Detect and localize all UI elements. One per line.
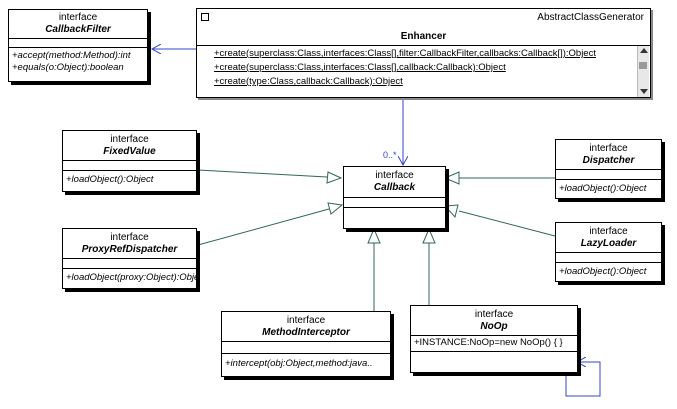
proxy-ref-dispatcher-attributes xyxy=(63,258,196,268)
scroll-down-arrow-icon[interactable] xyxy=(640,89,648,94)
noop-stereotype: interface xyxy=(474,309,514,320)
callback-attributes xyxy=(344,197,445,207)
enhancer-op-2: +create(superclass:Class,interfaces:Clas… xyxy=(214,62,506,73)
lazy-loader-name: LazyLoader xyxy=(580,238,637,249)
enhancer-stereotype: AbstractClassGenerator xyxy=(537,12,644,23)
method-interceptor-stereotype: interface xyxy=(286,315,326,326)
proxy-ref-dispatcher-stereotype: interface xyxy=(110,232,149,243)
dispatcher-attributes xyxy=(556,169,661,179)
method-interceptor-op-1: +intercept(obj:Object,method:java.. xyxy=(225,358,373,369)
scroll-up-arrow-icon[interactable] xyxy=(640,48,648,53)
callback-filter-stereotype: interface xyxy=(58,12,98,23)
fixed-value-attributes xyxy=(63,160,196,170)
enhancer-operations: +create(superclass:Class,interfaces:Clas… xyxy=(197,45,650,97)
callback-name: Callback xyxy=(373,182,416,193)
proxy-ref-dispatcher-operations: +loadObject(proxy:Object):Object xyxy=(63,268,196,284)
callback-operations xyxy=(344,207,445,218)
collapse-icon[interactable] xyxy=(201,13,209,21)
fixed-value-operations: +loadObject():Object xyxy=(63,170,196,186)
proxy-ref-dispatcher-op-1: +loadObject(proxy:Object):Object xyxy=(66,272,196,283)
scrollbar[interactable] xyxy=(637,46,649,97)
dispatcher-operations: +loadObject():Object xyxy=(556,179,661,195)
fixed-value-op-1: +loadObject():Object xyxy=(66,174,154,185)
lazy-loader-stereotype: interface xyxy=(589,226,628,237)
noop-attributes: +INSTANCE:NoOp=new NoOp() { } xyxy=(411,335,577,349)
callback-filter-op-2: +equals(o:Object):boolean xyxy=(12,62,124,73)
enhancer-name: Enhancer xyxy=(400,31,447,42)
callback-filter-interface[interactable]: interface CallbackFilter +accept(method:… xyxy=(8,9,148,82)
lazy-loader-operations: +loadObject():Object xyxy=(556,262,661,278)
method-interceptor-operations: +intercept(obj:Object,method:java.. xyxy=(222,353,390,370)
multiplicity-label: 0..* xyxy=(383,150,397,160)
dispatcher-interface[interactable]: interface Dispatcher +loadObject():Objec… xyxy=(555,139,662,199)
dispatcher-op-1: +loadObject():Object xyxy=(559,183,647,194)
fixedvalue-realization-head xyxy=(326,171,343,184)
dispatcher-realization-head xyxy=(443,171,460,185)
dispatcher-name: Dispatcher xyxy=(582,155,635,166)
callback-filter-name: CallbackFilter xyxy=(45,24,111,35)
proxy-ref-dispatcher-name: ProxyRefDispatcher xyxy=(81,244,178,255)
lazy-loader-interface[interactable]: interface LazyLoader +loadObject():Objec… xyxy=(555,222,662,282)
lazyloader-realization-head xyxy=(443,204,459,219)
noop-name: NoOp xyxy=(480,321,508,332)
callback-interface[interactable]: interface Callback xyxy=(343,166,446,229)
scroll-thumb[interactable] xyxy=(639,62,647,69)
noop-interface[interactable]: interface NoOp +INSTANCE:NoOp=new NoOp()… xyxy=(410,305,578,373)
proxy-ref-dispatcher-interface[interactable]: interface ProxyRefDispatcher +loadObject… xyxy=(62,228,197,289)
callback-filter-operations: +accept(method:Method):int +equals(o:Obj… xyxy=(9,47,147,74)
lazy-loader-attributes xyxy=(556,252,661,262)
method-interceptor-interface[interactable]: interface MethodInterceptor +intercept(o… xyxy=(221,311,391,377)
fixed-value-interface[interactable]: interface FixedValue +loadObject():Objec… xyxy=(62,130,197,192)
noop-operations xyxy=(411,351,577,362)
proxyref-realization-head xyxy=(327,202,344,215)
method-interceptor-attributes xyxy=(222,341,390,353)
proxyref-realization xyxy=(197,208,330,246)
enhancer-class[interactable]: AbstractClassGenerator Enhancer +create(… xyxy=(196,8,651,98)
enhancer-op-1: +create(superclass:Class,interfaces:Clas… xyxy=(214,48,596,59)
fixed-value-stereotype: interface xyxy=(110,134,149,145)
noop-self-association xyxy=(565,362,601,397)
callback-filter-op-1: +accept(method:Method):int xyxy=(12,50,131,61)
callback-stereotype: interface xyxy=(375,170,414,181)
fixed-value-name: FixedValue xyxy=(103,146,156,157)
noop-attr-1: +INSTANCE:NoOp=new NoOp() { } xyxy=(414,337,563,348)
fixedvalue-realization xyxy=(197,169,328,178)
lazy-loader-op-1: +loadObject():Object xyxy=(559,266,647,277)
lazyloader-realization xyxy=(458,210,556,237)
method-interceptor-name: MethodInterceptor xyxy=(262,327,350,338)
dispatcher-stereotype: interface xyxy=(589,143,628,154)
enhancer-op-3: +create(type:Class,callback:Callback):Ob… xyxy=(214,76,403,87)
callback-filter-attributes xyxy=(9,38,147,47)
noop-realization-head xyxy=(422,227,436,244)
interceptor-realization-head xyxy=(367,227,381,244)
